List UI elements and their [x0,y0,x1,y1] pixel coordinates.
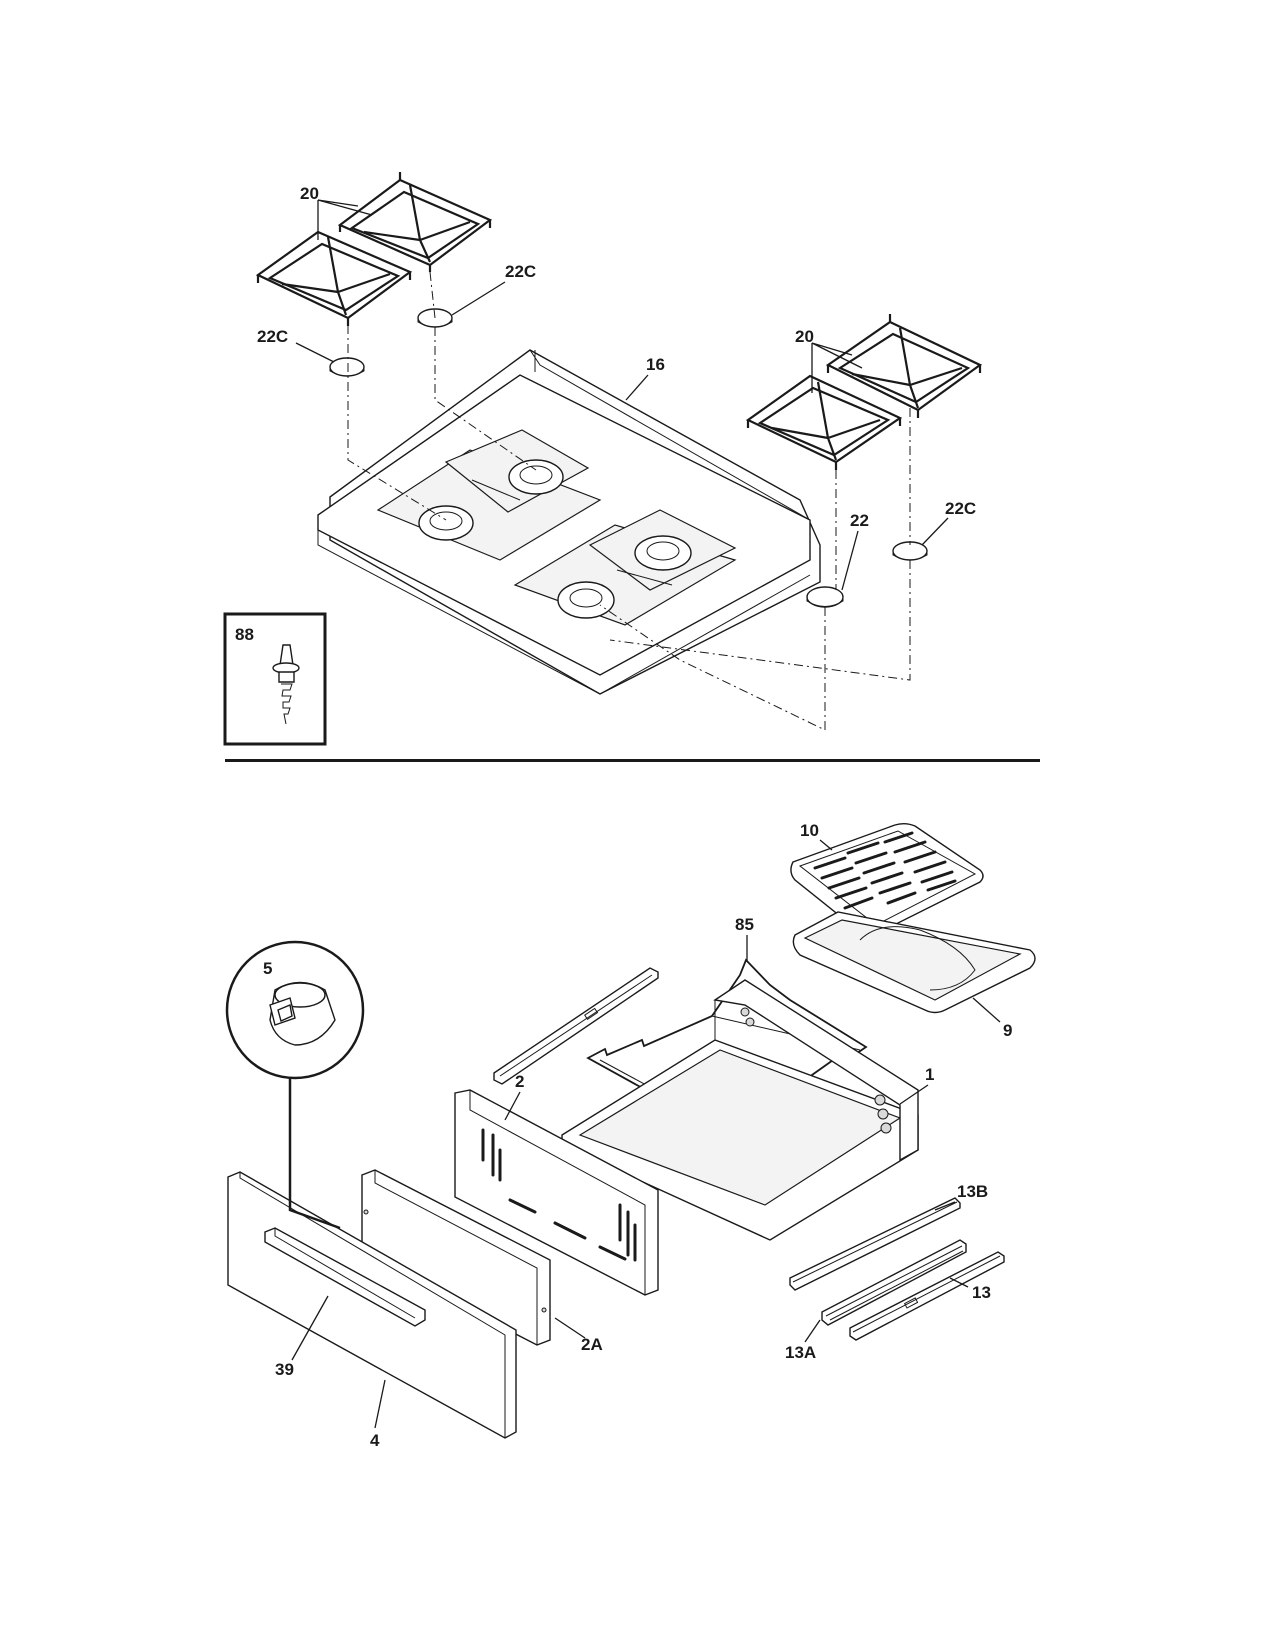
slide-rail-13 [849,1251,1005,1341]
callout-22c-upper: 22C [505,262,536,281]
leader-13 [949,1277,969,1288]
leader-10 [819,839,833,851]
leader-20-left [317,199,373,240]
broiler-grid [790,823,984,935]
alignment-lines-top [347,271,911,731]
rear-slide-rail [493,967,659,1085]
grate-pair-right [745,314,983,470]
leader-22 [841,530,859,591]
knob-icon [269,981,336,1046]
leader-1 [899,1084,929,1105]
drawer-back-panel [454,1089,659,1296]
broiler-grid-slots [813,831,957,910]
callout-22c-lower: 22C [257,327,288,346]
callout-13a: 13A [785,1343,816,1362]
callout-88: 88 [235,625,254,644]
leader-4 [374,1379,386,1429]
drawer-assembly: 10 9 85 [225,821,1036,1450]
knob-leader-line [288,1078,341,1230]
drawer-frame [561,979,919,1241]
leader-22c-upper [451,281,506,316]
section-divider [225,759,1040,762]
callout-1: 1 [925,1065,934,1084]
callout-10: 10 [800,821,819,840]
callout-85: 85 [735,915,754,934]
callout-20-right: 20 [795,327,814,346]
leader-20-right [811,342,863,393]
drawer-front-panel [227,1171,517,1439]
leader-2 [504,1091,521,1121]
broiler-pan [792,911,1036,1014]
cooktop-assembly: 20 22C 22C 16 20 22C 22 88 [223,172,983,746]
callout-13: 13 [972,1283,991,1302]
burner-cap-22-front [806,586,844,608]
callout-2: 2 [515,1072,524,1091]
leader-22c-right [921,517,949,546]
callout-9: 9 [1003,1021,1012,1040]
leader-9 [972,997,1001,1023]
callout-13b: 13B [957,1182,988,1201]
leader-13a [804,1319,821,1343]
callout-22: 22 [850,511,869,530]
callout-39: 39 [275,1360,294,1379]
burner-cap-22c-lower [329,357,365,377]
slide-rail-13b [789,1197,961,1291]
callout-5: 5 [263,959,272,978]
drawer-back-slots [481,1128,637,1262]
leader-16 [625,374,649,401]
cooktop-main-top [317,349,821,695]
slide-rail-13a [821,1239,967,1326]
callout-4: 4 [370,1431,380,1450]
leader-22c-lower [295,342,335,363]
leader-2a [554,1317,586,1339]
knob-inset: 5 [225,940,365,1230]
screw-inset-box: 88 [223,612,327,746]
leader-39 [291,1295,329,1361]
callout-22c-right: 22C [945,499,976,518]
callout-16: 16 [646,355,665,374]
drawer-handle [264,1227,426,1327]
screw-icon [272,644,300,725]
callout-20-left: 20 [300,184,319,203]
callout-2a: 2A [581,1335,603,1354]
leader-13b [934,1201,956,1211]
grate-pair-left [255,172,493,326]
